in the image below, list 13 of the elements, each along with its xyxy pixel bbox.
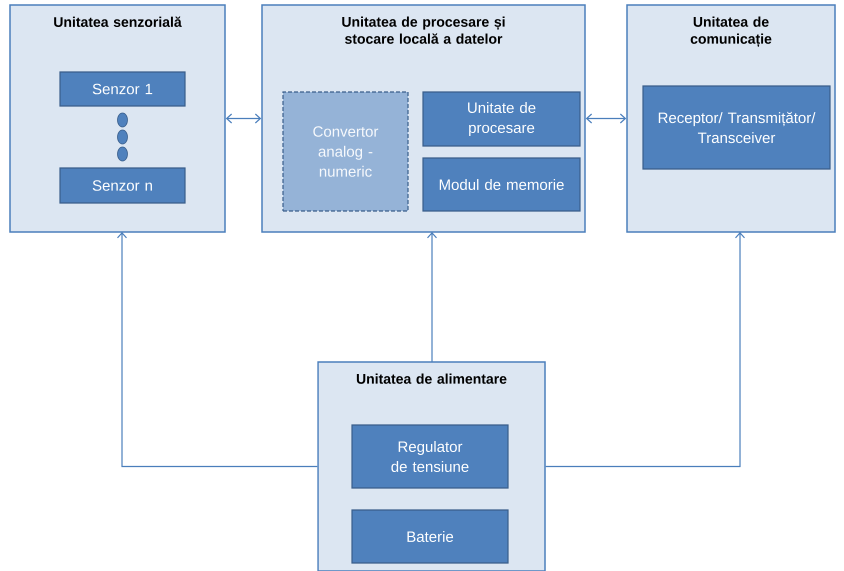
- arrow: [546, 232, 745, 468]
- arrow: [427, 232, 437, 362]
- arrow: [117, 232, 318, 468]
- component-box: Receptor/ Transmițător/ Transceiver: [642, 85, 831, 170]
- component-box: Unitate de procesare: [422, 91, 581, 147]
- component-box: Baterie: [351, 509, 509, 564]
- component-box: Modul de memorie: [422, 157, 581, 212]
- dashed-component-box: Convertor analog - numeric: [282, 91, 409, 212]
- arrow: [586, 114, 626, 124]
- component-box: Senzor n: [59, 167, 186, 204]
- component-box: Regulator de tensiune: [351, 424, 509, 489]
- component-box: Senzor 1: [59, 71, 186, 107]
- arrow: [226, 114, 262, 124]
